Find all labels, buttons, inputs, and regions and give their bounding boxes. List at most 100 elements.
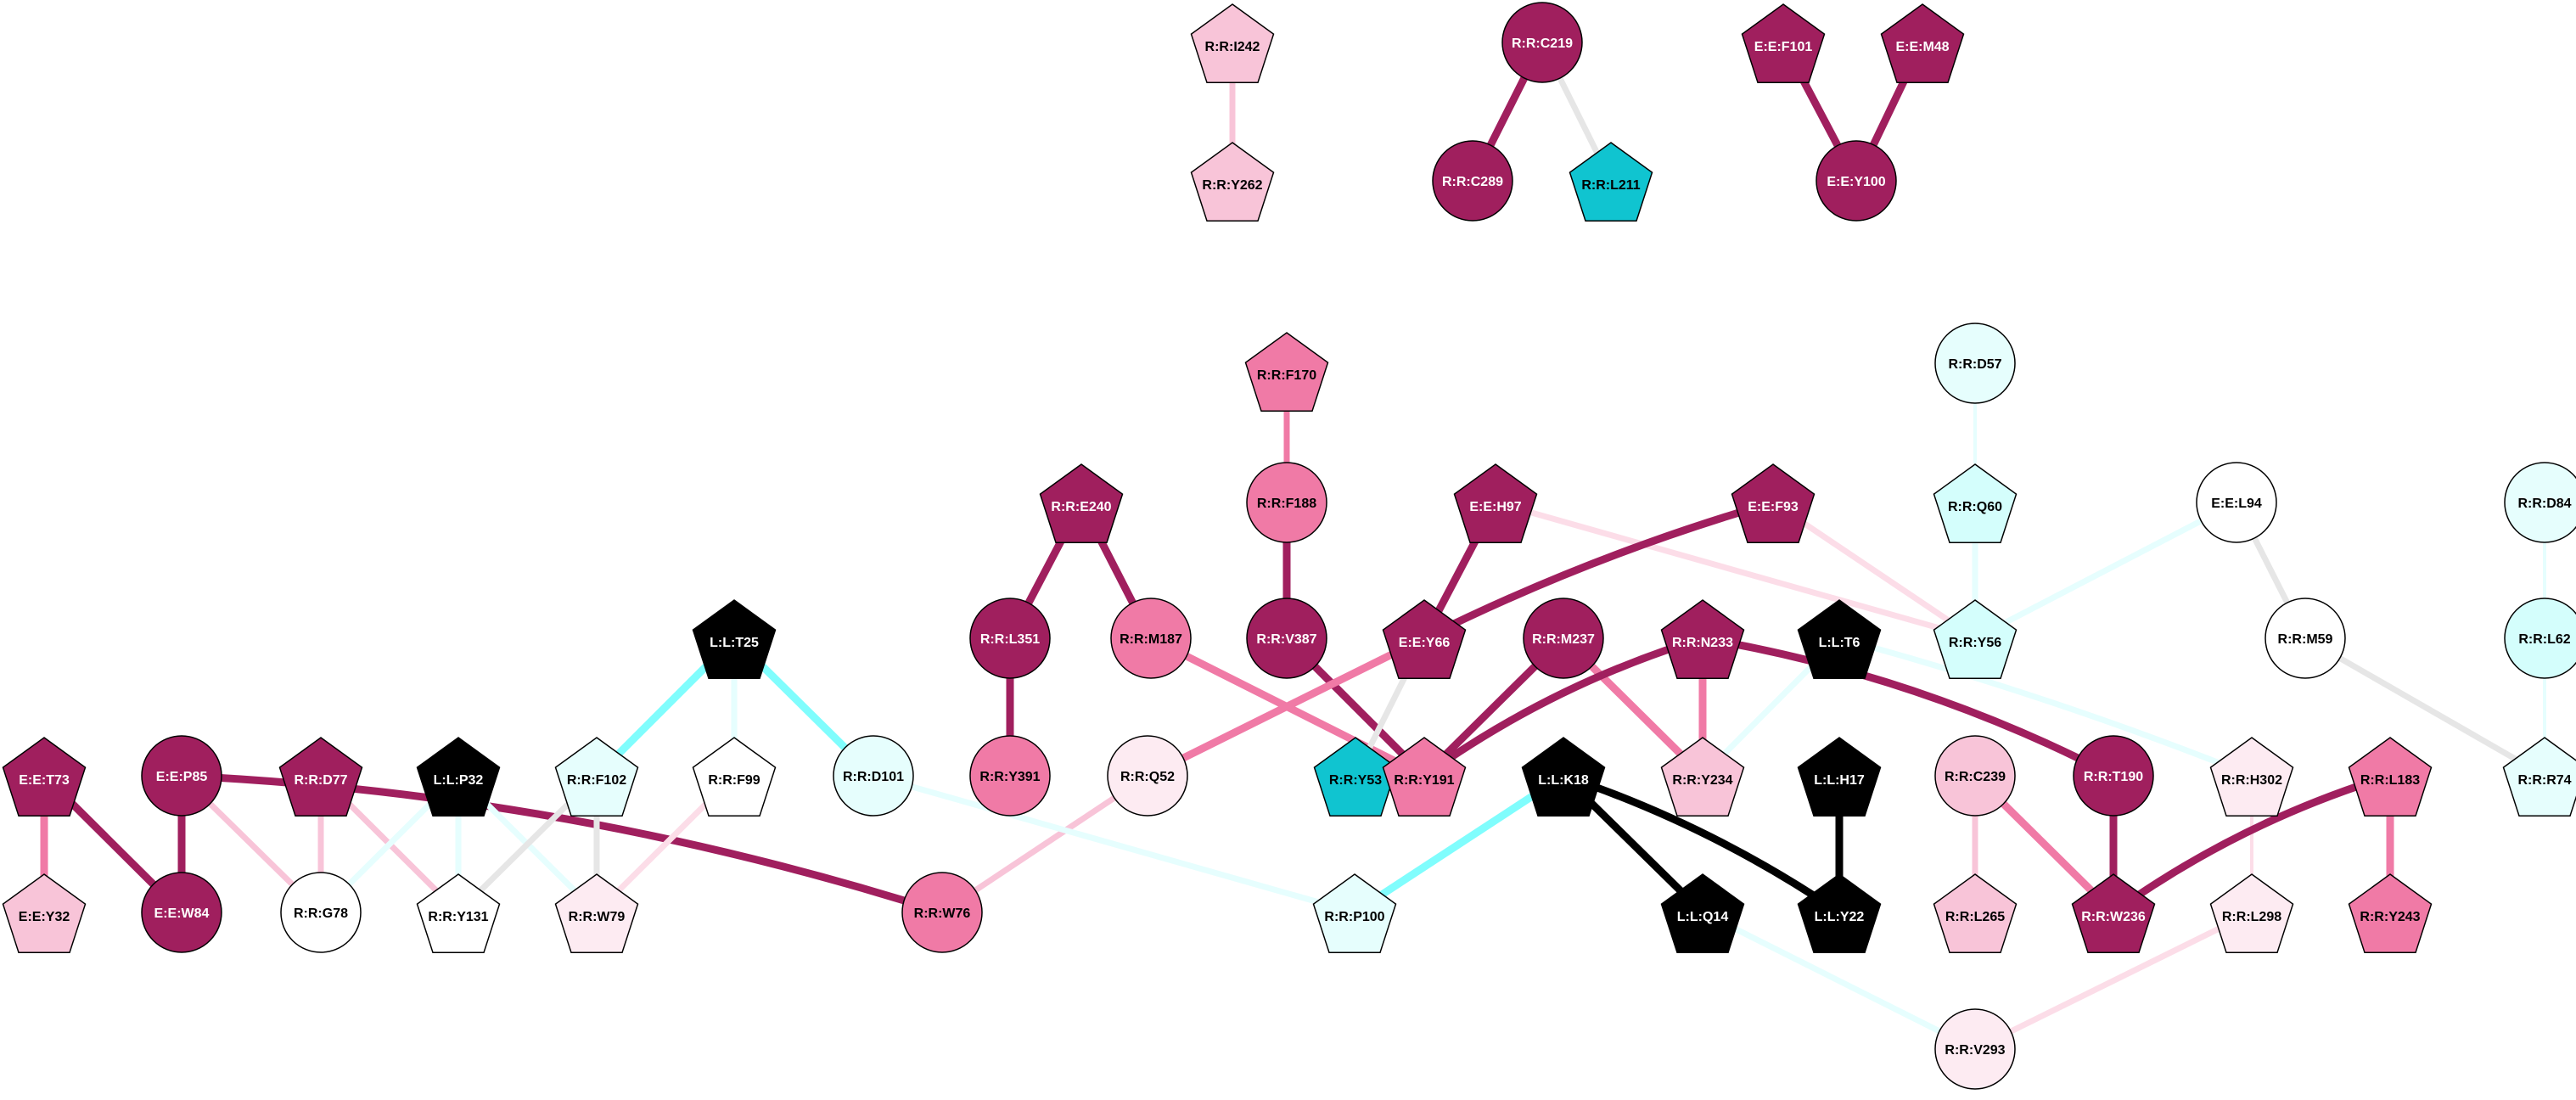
node-r-r-y53[interactable]: R:R:Y53 xyxy=(1313,737,1398,817)
node-shape-e-e-y32 xyxy=(2,873,87,954)
node-r-r-f99[interactable]: R:R:F99 xyxy=(692,737,777,817)
node-l-l-k18[interactable]: L:L:K18 xyxy=(1521,737,1606,817)
edge-l-l-q14-r-r-v293 xyxy=(1699,909,1978,1052)
node-label-r-r-l265: R:R:L265 xyxy=(1945,910,2005,924)
node-e-e-p85[interactable]: E:E:P85 xyxy=(141,735,222,817)
node-r-r-q60[interactable]: R:R:Q60 xyxy=(1933,463,2018,544)
node-e-e-y66[interactable]: E:E:Y66 xyxy=(1382,599,1467,680)
node-shape-r-r-d101 xyxy=(833,735,914,817)
node-r-r-w79[interactable]: R:R:W79 xyxy=(554,873,639,954)
node-e-e-f93[interactable]: E:E:F93 xyxy=(1731,463,1816,544)
node-r-r-d57[interactable]: R:R:D57 xyxy=(1934,323,2016,404)
node-r-r-l298[interactable]: R:R:L298 xyxy=(2209,873,2294,954)
node-r-r-i242[interactable]: R:R:I242 xyxy=(1190,3,1275,84)
node-l-l-y22[interactable]: L:L:Y22 xyxy=(1797,873,1882,954)
node-e-e-l94[interactable]: E:E:L94 xyxy=(2196,462,2277,543)
node-shape-r-r-n233 xyxy=(1660,599,1745,680)
node-r-r-n233[interactable]: R:R:N233 xyxy=(1660,599,1745,680)
node-r-r-l265[interactable]: R:R:L265 xyxy=(1933,873,2018,954)
node-label-r-r-w76: R:R:W76 xyxy=(914,906,971,921)
node-label-r-r-c239: R:R:C239 xyxy=(1945,770,2006,784)
node-r-r-l351[interactable]: R:R:L351 xyxy=(969,598,1051,679)
node-r-r-r74[interactable]: R:R:R74 xyxy=(2502,737,2576,817)
node-shape-r-r-r74 xyxy=(2502,737,2576,817)
node-shape-l-l-q14 xyxy=(1660,873,1745,954)
node-shape-e-e-f93 xyxy=(1731,463,1816,544)
node-r-r-h302[interactable]: R:R:H302 xyxy=(2209,737,2294,817)
node-label-r-r-e240: R:R:E240 xyxy=(1051,500,1111,514)
node-shape-r-r-c289 xyxy=(1432,140,1513,222)
node-label-r-r-l351: R:R:L351 xyxy=(980,632,1040,647)
node-shape-e-e-t73 xyxy=(2,737,87,817)
node-r-r-g78[interactable]: R:R:G78 xyxy=(280,872,362,953)
node-r-r-c289[interactable]: R:R:C289 xyxy=(1432,140,1513,222)
node-shape-r-r-y131 xyxy=(416,873,501,954)
node-r-r-c239[interactable]: R:R:C239 xyxy=(1934,735,2016,817)
node-label-r-r-l298: R:R:L298 xyxy=(2222,910,2281,924)
node-r-r-d101[interactable]: R:R:D101 xyxy=(833,735,914,817)
node-label-r-r-m237: R:R:M237 xyxy=(1532,632,1595,647)
node-r-r-d84[interactable]: R:R:D84 xyxy=(2504,462,2576,543)
node-r-r-v387[interactable]: R:R:V387 xyxy=(1246,598,1327,679)
node-label-r-r-y391: R:R:Y391 xyxy=(979,770,1040,784)
node-r-r-f170[interactable]: R:R:F170 xyxy=(1244,332,1329,412)
node-r-r-q52[interactable]: R:R:Q52 xyxy=(1107,735,1188,817)
node-l-l-t6[interactable]: L:L:T6 xyxy=(1797,599,1882,680)
node-r-r-y191[interactable]: R:R:Y191 xyxy=(1382,737,1467,817)
node-shape-r-r-h302 xyxy=(2209,737,2294,817)
node-r-r-f102[interactable]: R:R:F102 xyxy=(554,737,639,817)
node-r-r-y391[interactable]: R:R:Y391 xyxy=(969,735,1051,817)
node-shape-r-r-f188 xyxy=(1246,462,1327,543)
node-label-e-e-m48: E:E:M48 xyxy=(1895,40,1949,54)
node-r-r-f188[interactable]: R:R:F188 xyxy=(1246,462,1327,543)
node-shape-e-e-w84 xyxy=(141,872,222,953)
node-r-r-l62[interactable]: R:R:L62 xyxy=(2504,598,2576,679)
node-r-r-y131[interactable]: R:R:Y131 xyxy=(416,873,501,954)
node-label-e-e-h97: E:E:H97 xyxy=(1469,500,1521,514)
node-e-e-w84[interactable]: E:E:W84 xyxy=(141,872,222,953)
node-shape-r-r-y191 xyxy=(1382,737,1467,817)
node-r-r-m187[interactable]: R:R:M187 xyxy=(1110,598,1192,679)
node-e-e-y32[interactable]: E:E:Y32 xyxy=(2,873,87,954)
node-label-e-e-p85: E:E:P85 xyxy=(156,770,208,784)
node-l-l-q14[interactable]: L:L:Q14 xyxy=(1660,873,1745,954)
node-label-r-r-d57: R:R:D57 xyxy=(1948,357,2001,372)
node-e-e-h97[interactable]: E:E:H97 xyxy=(1453,463,1538,544)
node-label-r-r-d101: R:R:D101 xyxy=(843,770,904,784)
node-r-r-l183[interactable]: R:R:L183 xyxy=(2348,737,2433,817)
node-shape-r-r-c239 xyxy=(1934,735,2016,817)
node-e-e-f101[interactable]: E:E:F101 xyxy=(1741,3,1826,84)
node-r-r-t190[interactable]: R:R:T190 xyxy=(2073,735,2154,817)
node-e-e-m48[interactable]: E:E:M48 xyxy=(1880,3,1965,84)
node-label-r-r-c289: R:R:C289 xyxy=(1442,175,1503,189)
node-r-r-d77[interactable]: R:R:D77 xyxy=(278,737,363,817)
node-r-r-m59[interactable]: R:R:M59 xyxy=(2265,598,2346,679)
node-r-r-c219[interactable]: R:R:C219 xyxy=(1501,2,1583,83)
node-r-r-y234[interactable]: R:R:Y234 xyxy=(1660,737,1745,817)
node-l-l-h17[interactable]: L:L:H17 xyxy=(1797,737,1882,817)
node-e-e-t73[interactable]: E:E:T73 xyxy=(2,737,87,817)
node-shape-r-r-c219 xyxy=(1501,2,1583,83)
node-r-r-e240[interactable]: R:R:E240 xyxy=(1039,463,1124,544)
node-l-l-p32[interactable]: L:L:P32 xyxy=(416,737,501,817)
node-r-r-w236[interactable]: R:R:W236 xyxy=(2071,873,2156,954)
node-r-r-p100[interactable]: R:R:P100 xyxy=(1312,873,1397,954)
node-r-r-l211[interactable]: R:R:L211 xyxy=(1569,142,1653,222)
node-shape-l-l-t6 xyxy=(1797,599,1882,680)
node-r-r-y56[interactable]: R:R:Y56 xyxy=(1933,599,2018,680)
node-r-r-w76[interactable]: R:R:W76 xyxy=(901,872,983,953)
node-l-l-t25[interactable]: L:L:T25 xyxy=(692,599,777,680)
node-r-r-y243[interactable]: R:R:Y243 xyxy=(2348,873,2433,954)
node-r-r-v293[interactable]: R:R:V293 xyxy=(1934,1008,2016,1090)
node-label-l-l-t25: L:L:T25 xyxy=(710,636,759,650)
edge-r-r-m59-r-r-r74 xyxy=(2302,635,2548,779)
node-label-r-r-l62: R:R:L62 xyxy=(2518,632,2570,647)
node-r-r-y262[interactable]: R:R:Y262 xyxy=(1190,142,1275,222)
edge-r-r-l298-r-r-v293 xyxy=(1972,909,2255,1052)
node-r-r-m237[interactable]: R:R:M237 xyxy=(1523,598,1604,679)
node-shape-l-l-t25 xyxy=(692,599,777,680)
node-label-r-r-y53: R:R:Y53 xyxy=(1329,773,1382,788)
node-e-e-y100[interactable]: E:E:Y100 xyxy=(1816,140,1897,222)
node-shape-r-r-f102 xyxy=(554,737,639,817)
node-label-r-r-q52: R:R:Q52 xyxy=(1120,770,1175,784)
